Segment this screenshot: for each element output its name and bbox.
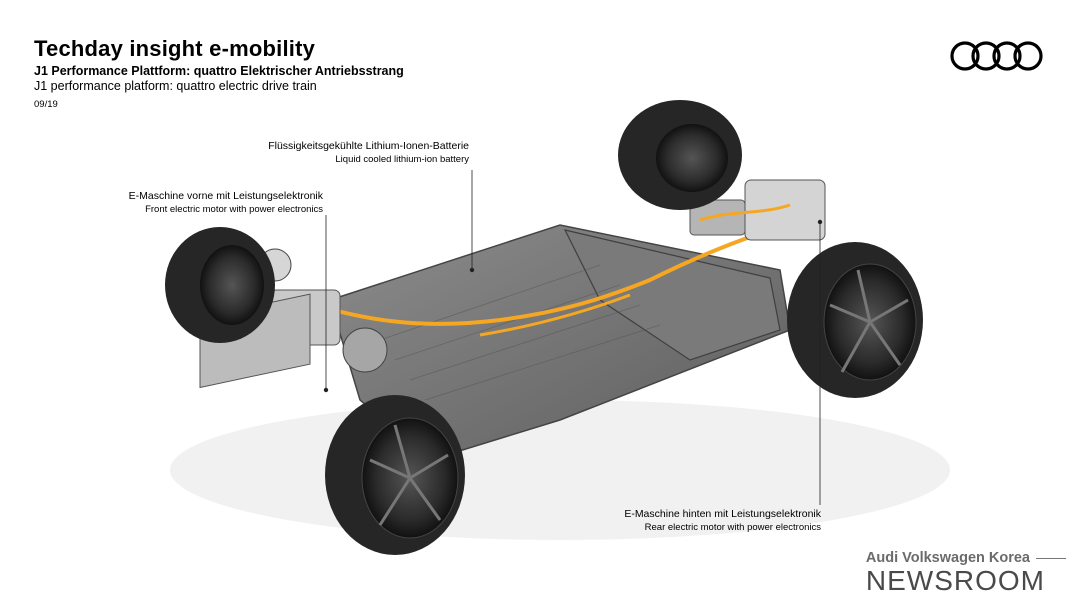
watermark-line2: NEWSROOM <box>865 565 1045 596</box>
subtitle-english: J1 performance platform: quattro electri… <box>34 79 317 93</box>
hv-cable <box>299 228 771 326</box>
page-title: Techday insight e-mobility <box>34 36 316 61</box>
rear-motor-label: E-Maschine hinten mit Leistungselektroni… <box>624 508 821 534</box>
wheel-front-left <box>165 227 275 343</box>
watermark-rule <box>1036 557 1066 559</box>
watermark-line1: Audi Volkswagen Korea <box>865 550 1030 566</box>
front-motor-label-de: E-Maschine vorne mit Leistungselektronik <box>128 190 323 202</box>
battery-label-en: Liquid cooled lithium-ion battery <box>335 154 469 165</box>
wheel-rear-right <box>787 242 923 398</box>
rear-motor-label-en: Rear electric motor with power electroni… <box>644 522 821 533</box>
front-motor-label-en: Front electric motor with power electron… <box>145 204 323 215</box>
date-label: 09/19 <box>34 99 58 110</box>
battery-cell-block <box>563 229 781 361</box>
front-motor-label: E-Maschine vorne mit Leistungselektronik… <box>129 190 323 216</box>
wheel-front-right <box>325 395 465 555</box>
newsroom-watermark: Audi Volkswagen Korea NEWSROOM <box>866 550 1066 596</box>
battery-label: Flüssigkeitsgekühlte Lithium-Ionen-Batte… <box>268 140 469 166</box>
rear-motor <box>689 179 826 241</box>
header-block: Techday insight e-mobility J1 Performanc… <box>34 36 404 110</box>
audi-rings-logo-icon <box>950 41 1043 71</box>
hv-cable-2 <box>479 293 631 337</box>
battery-label-de: Flüssigkeitsgekühlte Lithium-Ionen-Batte… <box>268 140 469 152</box>
floor-shadow <box>170 400 950 540</box>
rear-motor-label-de: E-Maschine hinten mit Leistungselektroni… <box>624 508 821 520</box>
wheel-rear-left <box>618 100 742 210</box>
subtitle-german: J1 Performance Plattform: quattro Elektr… <box>34 64 404 78</box>
battery-grooves <box>379 264 661 401</box>
